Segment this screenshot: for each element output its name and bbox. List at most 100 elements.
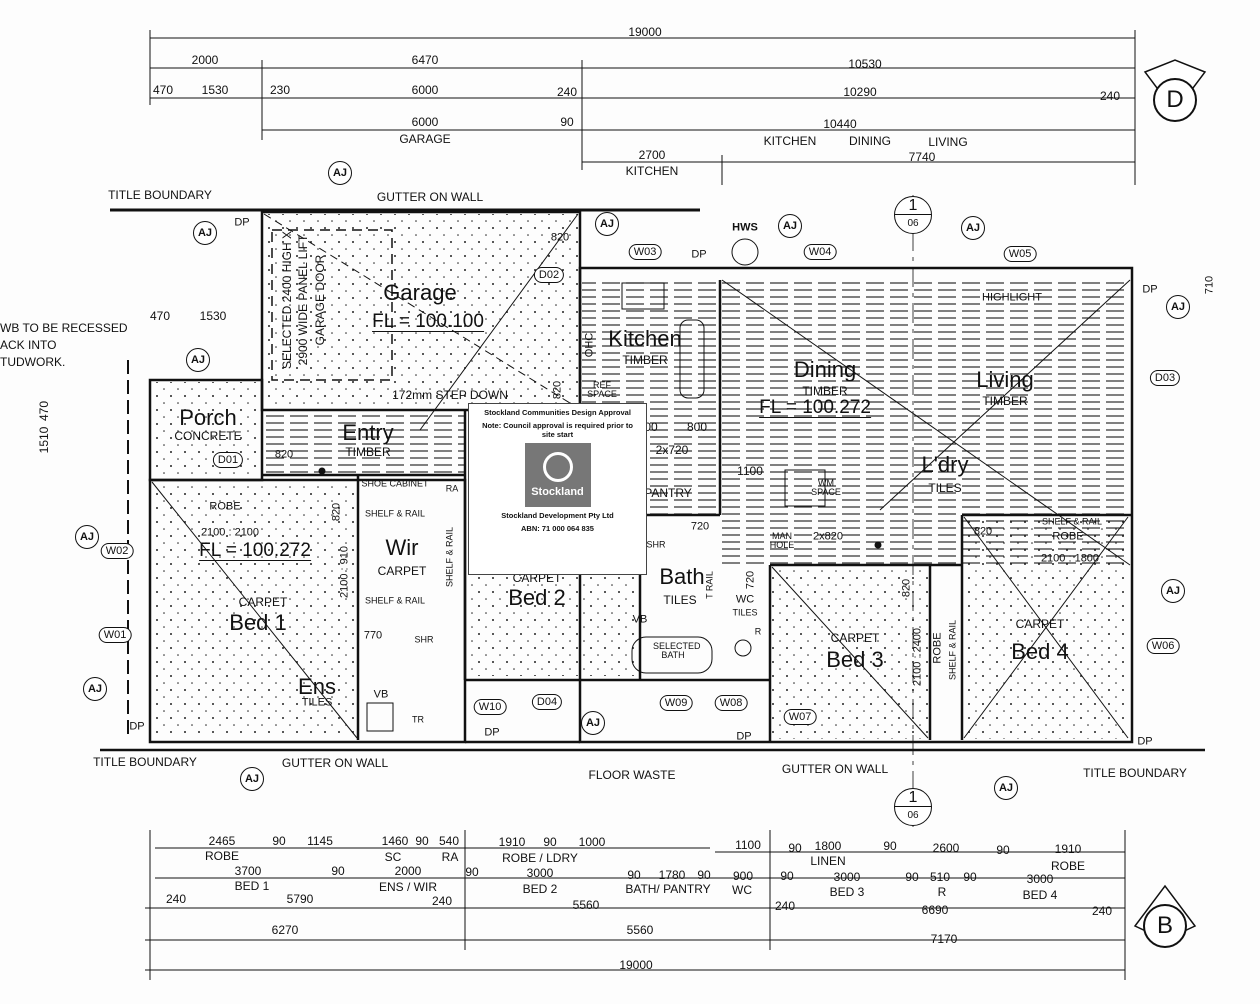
marker-label: D <box>1166 86 1184 113</box>
room-name: Bed 3 <box>826 647 884 672</box>
annotation: GUTTER ON WALL <box>781 762 889 776</box>
door-tag: D03 <box>1149 370 1181 386</box>
annotation: DP <box>1137 735 1153 748</box>
dim-label: 1780 <box>658 868 686 882</box>
dim-label: 5790 <box>286 892 314 906</box>
dim-label: 90 <box>331 864 345 878</box>
annotation: SHELF & RAIL <box>364 508 426 519</box>
dim-label: KITCHEN <box>625 164 679 178</box>
aj-marker: AJ <box>328 161 352 185</box>
dim-label: 2600 <box>932 841 960 855</box>
aj-marker: AJ <box>193 221 217 245</box>
logo-text: Stockland <box>531 486 584 498</box>
annotation: WM SPACE <box>811 478 841 497</box>
dim-label: 2465 <box>208 834 236 848</box>
annotation: 820 <box>550 231 570 244</box>
window-tag: W04 <box>803 244 837 260</box>
room-finish: TIMBER <box>802 384 848 398</box>
dim-label: BED 1 <box>234 879 270 893</box>
floor-level: FL = 100.272 <box>199 540 311 561</box>
stockland-logo: Stockland <box>524 443 591 507</box>
dim-label: 19000 <box>628 25 662 39</box>
annotation: 2x720 <box>655 443 689 457</box>
annotation: 2100 : 2400 <box>911 627 924 687</box>
room-name: Kitchen <box>608 326 682 351</box>
room-finish: TILES <box>732 607 758 618</box>
dim-label: LINEN <box>810 854 846 868</box>
dim-label: 19000 <box>619 958 653 972</box>
annotation: SHELF & RAIL <box>947 619 958 681</box>
annotation: 800 <box>686 420 708 434</box>
annotation: 1530 <box>199 309 227 323</box>
annotation: 00 <box>644 420 658 434</box>
window-tag: W01 <box>98 627 132 643</box>
annotation: OHC <box>583 332 596 358</box>
annotation: SHELF & RAIL <box>1041 516 1103 527</box>
dim-label: 1800 <box>814 839 842 853</box>
annotation: PANTRY <box>644 486 692 500</box>
room-finish: CARPET <box>830 631 880 645</box>
stamp-note: Note: Council approval is required prior… <box>482 421 633 439</box>
dim-label: DINING <box>849 134 891 148</box>
section-number: 1 <box>908 197 918 214</box>
dim-label: 1910 <box>498 835 526 849</box>
aj-marker: AJ <box>994 776 1018 800</box>
aj-marker: AJ <box>961 216 985 240</box>
dim-label: 90 <box>883 839 897 853</box>
annotation: SELECTED 2400 HIGH X <box>280 230 294 370</box>
annotation: 172mm STEP DOWN <box>392 388 508 402</box>
annotation: SHELF & RAIL <box>364 595 426 606</box>
note: WB TO BE RECESSED ACK INTO TUDWORK. <box>0 320 128 371</box>
dim-label: 510 <box>929 870 951 884</box>
dim-label: 240 <box>774 899 796 913</box>
dim-label: 90 <box>560 115 574 129</box>
annotation: MAN HOLE <box>769 531 795 550</box>
dim-label: 90 <box>272 834 286 848</box>
annotation: DP <box>691 248 707 261</box>
dim-label: 10290 <box>843 85 877 99</box>
dim-label: 1460 <box>381 834 409 848</box>
room-name: Dining <box>793 357 857 382</box>
dim-label: 90 <box>697 868 711 882</box>
annotation: VB <box>373 688 389 701</box>
dim-label: 1100 <box>735 838 761 852</box>
aj-marker: AJ <box>581 711 605 735</box>
room-finish: TILES <box>928 481 962 495</box>
annotation: 470 <box>37 400 51 422</box>
aj-marker: AJ <box>778 214 802 238</box>
dim-label: 1910 <box>1054 842 1082 856</box>
dim-label: 2000 <box>191 53 219 67</box>
dim-label: 2700 <box>638 148 666 162</box>
aj-marker: AJ <box>595 212 619 236</box>
room-name: Bath <box>659 564 705 589</box>
annotation: SHR <box>646 539 666 550</box>
dim-label: 6470 <box>411 53 439 67</box>
room-name: Bed 2 <box>508 585 566 610</box>
aj-marker: AJ <box>83 677 107 701</box>
dim-label: 1000 <box>578 835 606 849</box>
annotation: SHR <box>414 634 434 645</box>
window-tag: W03 <box>628 244 662 260</box>
dim-label: KITCHEN <box>763 134 817 148</box>
room-name: Entry <box>342 420 394 445</box>
room-name: Bed 1 <box>229 610 287 635</box>
room-name: Garage <box>383 280 457 305</box>
window-tag: W09 <box>659 695 693 711</box>
annotation: SELECTED BATH <box>653 641 701 660</box>
annotation: 820 <box>330 502 343 522</box>
dim-label: 90 <box>780 869 794 883</box>
dim-label: 1530 <box>201 83 229 97</box>
annotation: 2x820 <box>813 530 843 543</box>
room-name: L'dry <box>921 452 969 477</box>
room-name: Ens <box>298 674 336 699</box>
room-name: Living <box>976 367 1034 392</box>
dim-label: BED 3 <box>829 885 865 899</box>
dim-label: 10440 <box>823 117 857 131</box>
room-name: WC <box>735 593 755 606</box>
annotation: 2100 : 2100 <box>200 526 260 539</box>
annotation: ROBE <box>209 500 241 513</box>
annotation: SHELF & RAIL <box>444 526 455 588</box>
